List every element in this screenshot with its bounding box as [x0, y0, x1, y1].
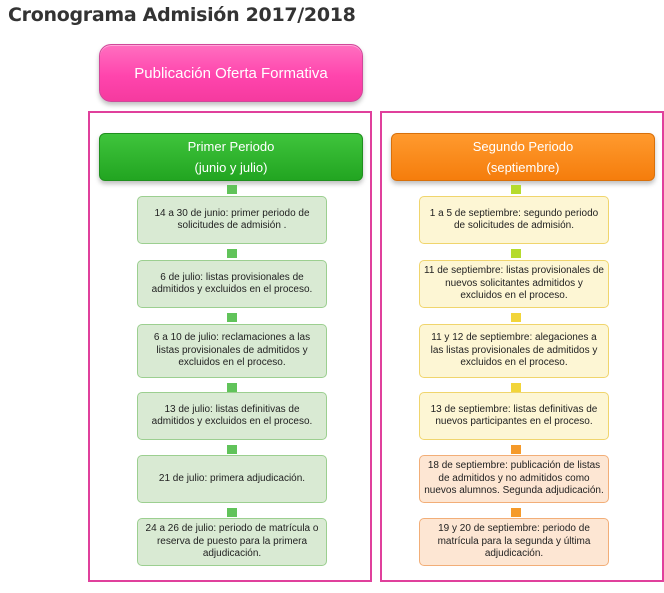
second-period-title: Segundo Periodo — [472, 139, 574, 154]
first-period-column: Primer Periodo (junio y julio) 14 a 30 d… — [88, 111, 372, 582]
first-period-step: 24 a 26 de julio: periodo de matrícula o… — [137, 518, 327, 566]
down-arrow-icon — [511, 185, 521, 194]
first-period-step: 13 de julio: listas definitivas de admit… — [137, 392, 327, 440]
publication-box: Publicación Oferta Formativa — [99, 44, 363, 102]
page-title: Cronograma Admisión 2017/2018 — [8, 4, 356, 26]
down-arrow-icon — [511, 445, 521, 454]
second-period-step: 1 a 5 de septiembre: segundo periodo de … — [419, 196, 609, 244]
down-arrow-icon — [227, 185, 237, 194]
second-period-header: Segundo Periodo (septiembre) — [391, 133, 655, 181]
first-period-header: Primer Periodo (junio y julio) — [99, 133, 363, 181]
first-period-step: 21 de julio: primera adjudicación. — [137, 455, 327, 503]
down-arrow-icon — [511, 313, 521, 322]
first-period-step: 6 de julio: listas provisionales de admi… — [137, 260, 327, 308]
first-period-title: Primer Periodo — [187, 139, 275, 154]
second-period-step: 11 de septiembre: listas provisionales d… — [419, 260, 609, 308]
first-period-step: 6 a 10 de julio: reclamaciones a las lis… — [137, 324, 327, 378]
down-arrow-icon — [227, 445, 237, 454]
down-arrow-icon — [227, 249, 237, 258]
down-arrow-icon — [227, 508, 237, 517]
second-period-column: Segundo Periodo (septiembre) 1 a 5 de se… — [380, 111, 664, 582]
second-period-step: 18 de septiembre: publicación de listas … — [419, 455, 609, 503]
second-period-step: 11 y 12 de septiembre: alegaciones a las… — [419, 324, 609, 378]
first-period-step: 14 a 30 de junio: primer periodo de soli… — [137, 196, 327, 244]
down-arrow-icon — [227, 313, 237, 322]
second-period-step: 13 de septiembre: listas definitivas de … — [419, 392, 609, 440]
second-period-step: 19 y 20 de septiembre: periodo de matríc… — [419, 518, 609, 566]
second-period-subtitle: (septiembre) — [486, 160, 560, 175]
down-arrow-icon — [511, 249, 521, 258]
down-arrow-icon — [227, 383, 237, 392]
first-period-subtitle: (junio y julio) — [194, 160, 268, 175]
down-arrow-icon — [511, 383, 521, 392]
down-arrow-icon — [511, 508, 521, 517]
